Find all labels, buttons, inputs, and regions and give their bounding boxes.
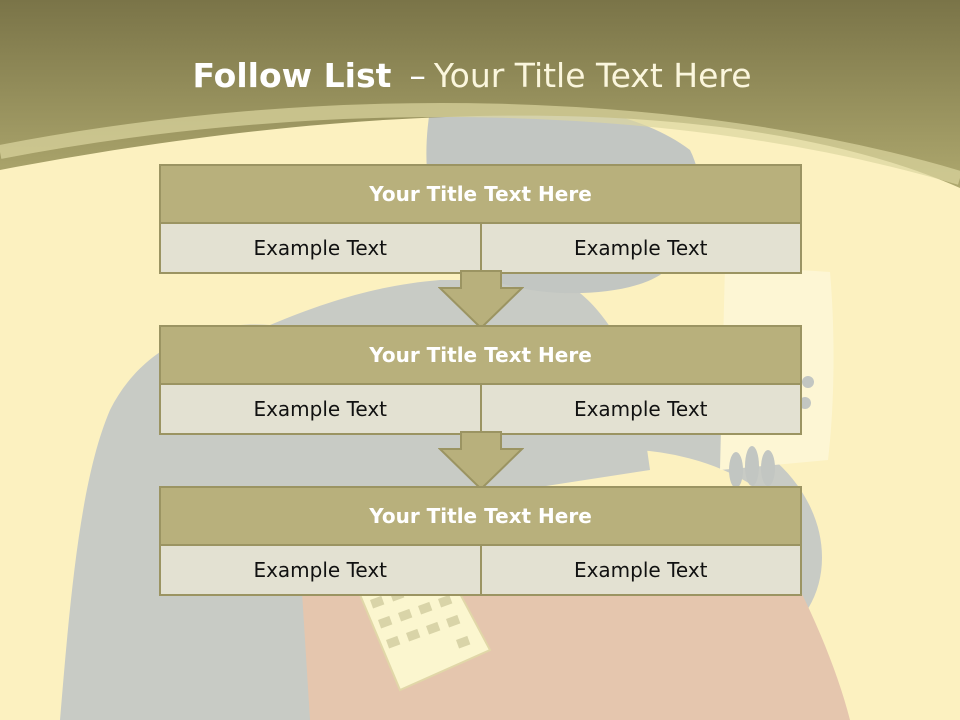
block-cell-left: Example Text [161, 224, 480, 272]
block-cell-right: Example Text [481, 546, 800, 594]
block-cell-right: Example Text [481, 224, 800, 272]
hand-shape [729, 376, 814, 488]
block-title: Your Title Text Here [161, 166, 800, 222]
header-band [0, 0, 960, 188]
slide-title-dash: – [409, 56, 426, 95]
header-swoosh [0, 103, 960, 185]
block-cell-right: Example Text [481, 385, 800, 433]
block-cell-left: Example Text [161, 385, 480, 433]
block-cell-left: Example Text [161, 546, 480, 594]
follow-block-1: Your Title Text Here Example Text Exampl… [159, 164, 802, 274]
follow-block-3: Your Title Text Here Example Text Exampl… [159, 486, 802, 596]
down-arrow-icon [438, 270, 524, 330]
follow-block-2: Your Title Text Here Example Text Exampl… [159, 325, 802, 435]
block-row: Example Text Example Text [161, 546, 800, 594]
slide-title-rest: Your Title Text Here [433, 56, 752, 95]
block-row: Example Text Example Text [161, 224, 800, 272]
slide-title-bold: Follow List [192, 56, 392, 95]
block-title: Your Title Text Here [161, 488, 800, 544]
block-row: Example Text Example Text [161, 385, 800, 433]
down-arrow-icon [438, 431, 524, 491]
block-title: Your Title Text Here [161, 327, 800, 383]
slide-title: Follow List–Your Title Text Here [0, 52, 944, 100]
